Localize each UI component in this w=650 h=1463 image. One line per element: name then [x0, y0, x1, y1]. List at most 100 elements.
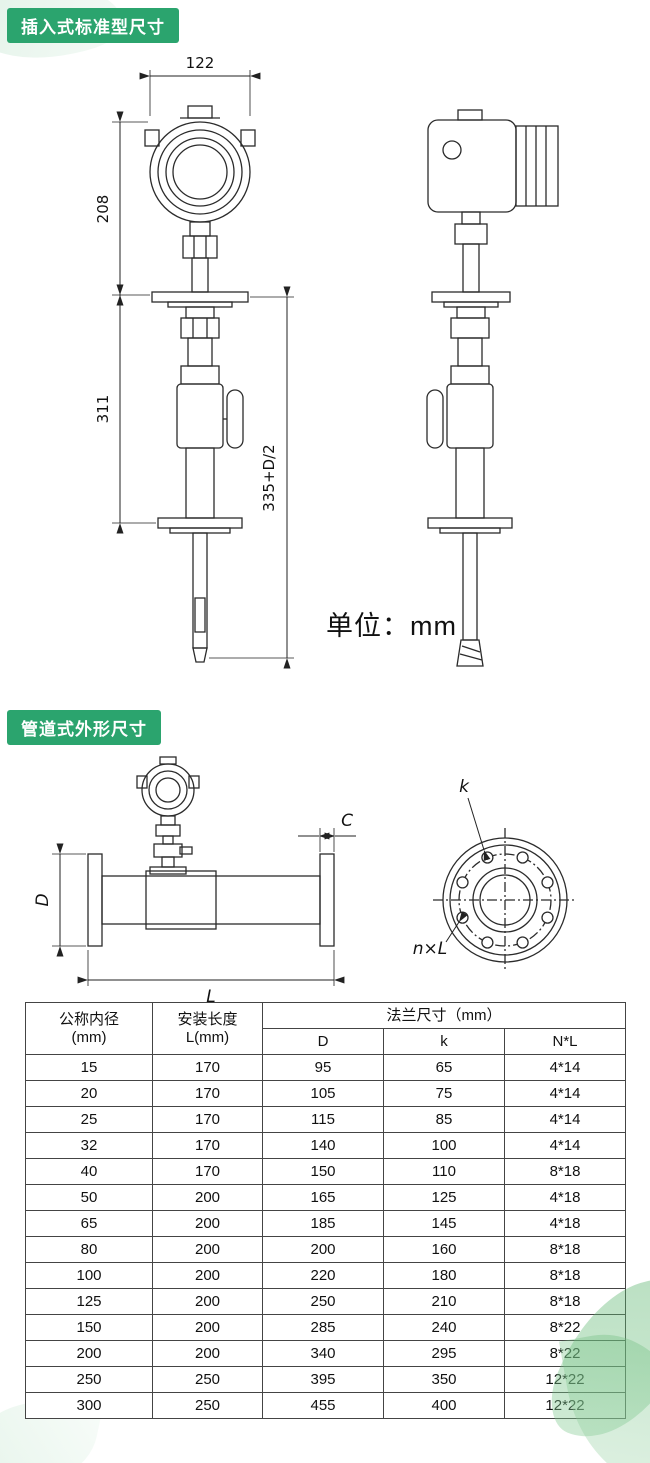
dimension-bolt-circle: k: [459, 777, 491, 862]
section-badge-pipeline: 管道式外形尺寸: [7, 710, 161, 745]
pipeline-flange-face: [433, 828, 577, 972]
table-cell: 295: [383, 1340, 505, 1367]
table-cell: 150: [262, 1158, 384, 1185]
dimension-flange-thickness: C: [298, 811, 356, 852]
table-cell: 100: [383, 1132, 505, 1159]
flange-size-table: 公称内径 (mm) 安装长度 L(mm) 法兰尺寸（mm） D k N*L 15…: [25, 1002, 626, 1419]
table-cell: 4*18: [504, 1184, 626, 1211]
table-cell: 285: [262, 1314, 384, 1341]
table-cell: 170: [152, 1106, 263, 1133]
table-cell: 160: [383, 1236, 505, 1263]
table-cell: 185: [262, 1210, 384, 1237]
table-cell: 4*14: [504, 1054, 626, 1081]
table-cell: 170: [152, 1158, 263, 1185]
table-cell: 170: [152, 1132, 263, 1159]
insertion-type-drawing: 122 208 311 335+D/2: [94, 54, 559, 669]
table-cell: 125: [383, 1184, 505, 1211]
table-cell: 25: [25, 1106, 153, 1133]
table-cell: 40: [25, 1158, 153, 1185]
table-cell: 95: [262, 1054, 384, 1081]
table-cell: 150: [25, 1314, 153, 1341]
col-header-nominal-diameter: 公称内径 (mm): [25, 1002, 153, 1055]
table-cell: 170: [152, 1080, 263, 1107]
table-cell: 8*18: [504, 1236, 626, 1263]
dim-label-width: 122: [186, 54, 215, 72]
table-cell: 250: [25, 1366, 153, 1393]
table-cell: 200: [25, 1340, 153, 1367]
dim-label-install-length: L: [206, 987, 215, 1007]
unit-label: 单位：mm: [326, 611, 457, 641]
dim-label-flange-thickness: C: [341, 811, 353, 831]
table-cell: 240: [383, 1314, 505, 1341]
col-header-k: k: [383, 1028, 505, 1055]
col-header-install-length: 安装长度 L(mm): [152, 1002, 263, 1055]
table-cell: 395: [262, 1366, 384, 1393]
dim-label-mid-height: 311: [94, 395, 112, 424]
table-cell: 170: [152, 1054, 263, 1081]
table-cell: 200: [152, 1340, 263, 1367]
col-header-flange-size-group: 法兰尺寸（mm）: [262, 1002, 626, 1029]
table-cell: 200: [152, 1184, 263, 1211]
table-cell: 15: [25, 1054, 153, 1081]
dimension-bolt-holes: n×L: [413, 911, 468, 959]
table-cell: 350: [383, 1366, 505, 1393]
header-line: 安装长度: [177, 1011, 238, 1029]
table-cell: 65: [25, 1210, 153, 1237]
dim-label-insertion-depth: 335+D/2: [260, 444, 278, 511]
table-cell: 8*18: [504, 1262, 626, 1289]
table-cell: 250: [152, 1392, 263, 1419]
table-cell: 85: [383, 1106, 505, 1133]
table-cell: 400: [383, 1392, 505, 1419]
table-cell: 12*22: [504, 1392, 626, 1419]
pipeline-type-drawing: D L C: [33, 756, 577, 1007]
section-badge-insertion: 插入式标准型尺寸: [7, 8, 179, 43]
table-cell: 200: [152, 1288, 263, 1315]
dimension-width: 122: [139, 54, 261, 116]
table-cell: 4*14: [504, 1080, 626, 1107]
table-cell: 50: [25, 1184, 153, 1211]
table-cell: 455: [262, 1392, 384, 1419]
dimension-upper-height: 208: [94, 111, 150, 306]
table-cell: 12*22: [504, 1366, 626, 1393]
header-line: L(mm): [185, 1028, 230, 1046]
dim-label-bolt-holes: n×L: [413, 939, 448, 959]
table-cell: 340: [262, 1340, 384, 1367]
table-cell: 145: [383, 1210, 505, 1237]
table-cell: 105: [262, 1080, 384, 1107]
dimension-mid-height: 311: [94, 284, 156, 534]
table-cell: 200: [152, 1236, 263, 1263]
dim-label-upper-height: 208: [94, 195, 112, 224]
table-cell: 4*18: [504, 1210, 626, 1237]
dimension-insertion-depth: 335+D/2: [209, 286, 294, 669]
table-cell: 165: [262, 1184, 384, 1211]
table-cell: 180: [383, 1262, 505, 1289]
dimension-install-length: L: [77, 950, 345, 1007]
table-cell: 220: [262, 1262, 384, 1289]
table-cell: 100: [25, 1262, 153, 1289]
table-cell: 8*22: [504, 1340, 626, 1367]
table-cell: 8*22: [504, 1314, 626, 1341]
insertion-front-view: [144, 105, 256, 663]
col-header-nl: N*L: [504, 1028, 626, 1055]
table-cell: 8*18: [504, 1288, 626, 1315]
table-cell: 75: [383, 1080, 505, 1107]
table-cell: 250: [262, 1288, 384, 1315]
table-cell: 65: [383, 1054, 505, 1081]
dimension-pipe-dia: D: [33, 843, 86, 957]
table-cell: 250: [152, 1366, 263, 1393]
